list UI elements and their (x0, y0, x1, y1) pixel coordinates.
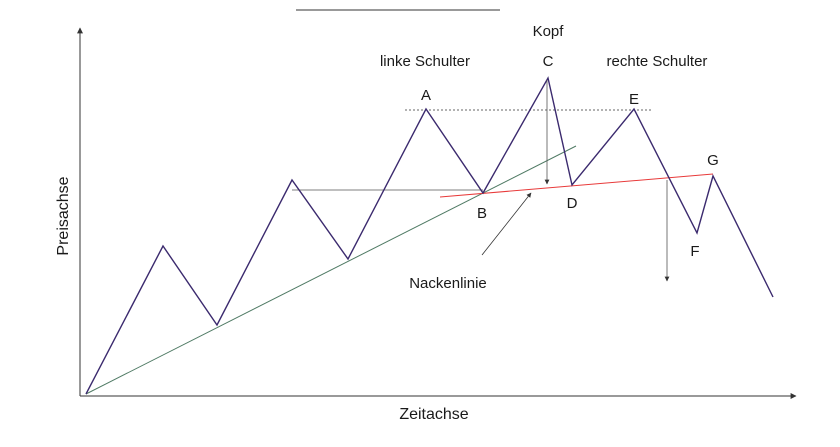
neckline (439, 173, 714, 198)
point-c-label: C (543, 53, 554, 70)
linke-schulter-label: linke Schulter (380, 53, 470, 70)
point-e-label: E (629, 91, 639, 108)
price-line (85, 76, 774, 395)
trend-line (85, 145, 577, 395)
kopf-label: Kopf (533, 23, 565, 40)
point-f-label: F (690, 243, 699, 260)
x-axis-title: Zeitachse (399, 406, 468, 423)
nackenlinie-label: Nackenlinie (409, 275, 487, 292)
rechte-schulter-label: rechte Schulter (607, 53, 708, 70)
point-d-label: D (567, 195, 578, 212)
y-axis-title: Preisachse (55, 176, 72, 255)
neckline-pointer-arrow (481, 192, 532, 256)
point-a-label: A (421, 87, 431, 104)
point-b-label: B (477, 205, 487, 222)
point-g-label: G (707, 152, 719, 169)
